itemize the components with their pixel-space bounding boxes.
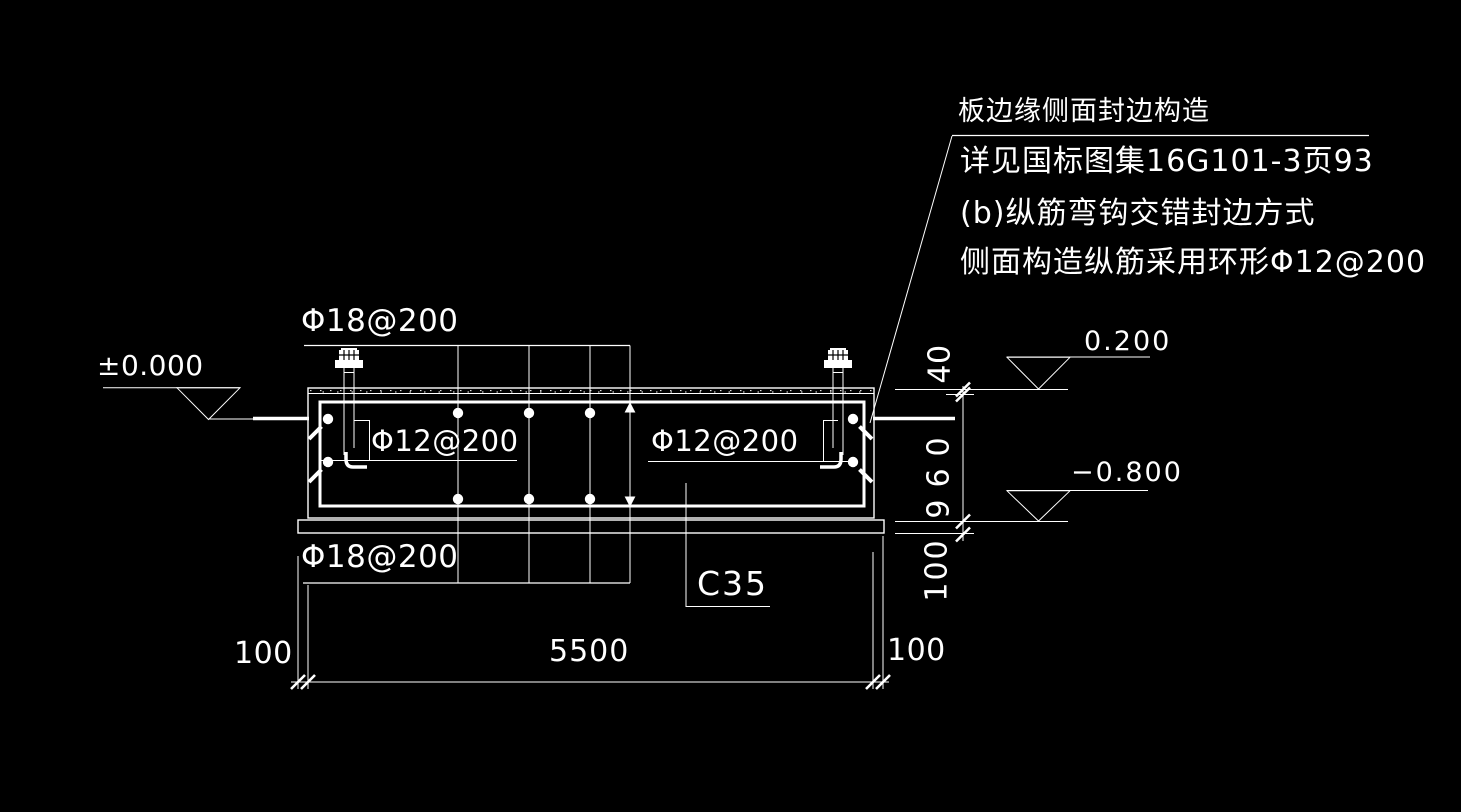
elevation-marker-ground bbox=[103, 387, 955, 421]
anchor-bolt-right bbox=[820, 348, 852, 469]
elevation-marker-top bbox=[895, 356, 1150, 390]
dim-bottom-left: 100 bbox=[234, 636, 293, 671]
note-line-2: 详见国标图集16G101-3页93 bbox=[960, 144, 1374, 179]
elevation-triangle-icon bbox=[175, 387, 242, 421]
concrete-grade-label: C35 bbox=[697, 564, 769, 603]
right-dimension-chain bbox=[895, 381, 974, 543]
right-side-rebar-label: Φ12@200 bbox=[651, 424, 799, 458]
side-rebar-label-leaders bbox=[320, 420, 858, 462]
elevation-triangle-icon bbox=[1005, 490, 1072, 522]
elevation-marker-bottom bbox=[895, 490, 1148, 522]
arrow-up-icon bbox=[624, 402, 636, 413]
bottom-level-text: −0.800 bbox=[1071, 457, 1183, 488]
dim-bottom-right: 100 bbox=[887, 633, 946, 668]
concrete-grade-leader bbox=[685, 483, 770, 607]
note-line-1: 板边缘侧面封边构造 bbox=[958, 96, 1210, 127]
dim-bottom-span: 5500 bbox=[549, 634, 630, 669]
rebar-cage-outline bbox=[318, 400, 866, 508]
elevation-triangle-icon bbox=[1005, 356, 1072, 390]
dim-right-top: 40 bbox=[922, 344, 958, 384]
rebar-hooks bbox=[307, 425, 874, 484]
rebar-leader-lines bbox=[303, 344, 636, 584]
left-side-rebar-label: Φ12@200 bbox=[371, 424, 519, 458]
note-line-4: 侧面构造纵筋采用环形Φ12@200 bbox=[960, 245, 1427, 280]
anchor-bolt-left bbox=[335, 348, 367, 469]
bottom-rebar-label: Φ18@200 bbox=[301, 539, 459, 575]
bottom-dimension bbox=[290, 536, 891, 690]
note-leader bbox=[869, 134, 1369, 424]
ground-level-text: ±0.000 bbox=[97, 349, 204, 382]
arrow-down-icon bbox=[624, 496, 636, 507]
blinding-layer bbox=[297, 519, 885, 534]
dim-right-middle: 960 bbox=[921, 425, 957, 519]
top-rebar-label: Φ18@200 bbox=[301, 303, 459, 339]
slab-outline bbox=[297, 387, 885, 534]
top-level-text: 0.200 bbox=[1084, 326, 1172, 357]
note-line-3: (b)纵筋弯钩交错封边方式 bbox=[960, 196, 1316, 231]
dim-right-bottom: 100 bbox=[919, 538, 955, 602]
rebar-dots bbox=[322, 407, 859, 505]
